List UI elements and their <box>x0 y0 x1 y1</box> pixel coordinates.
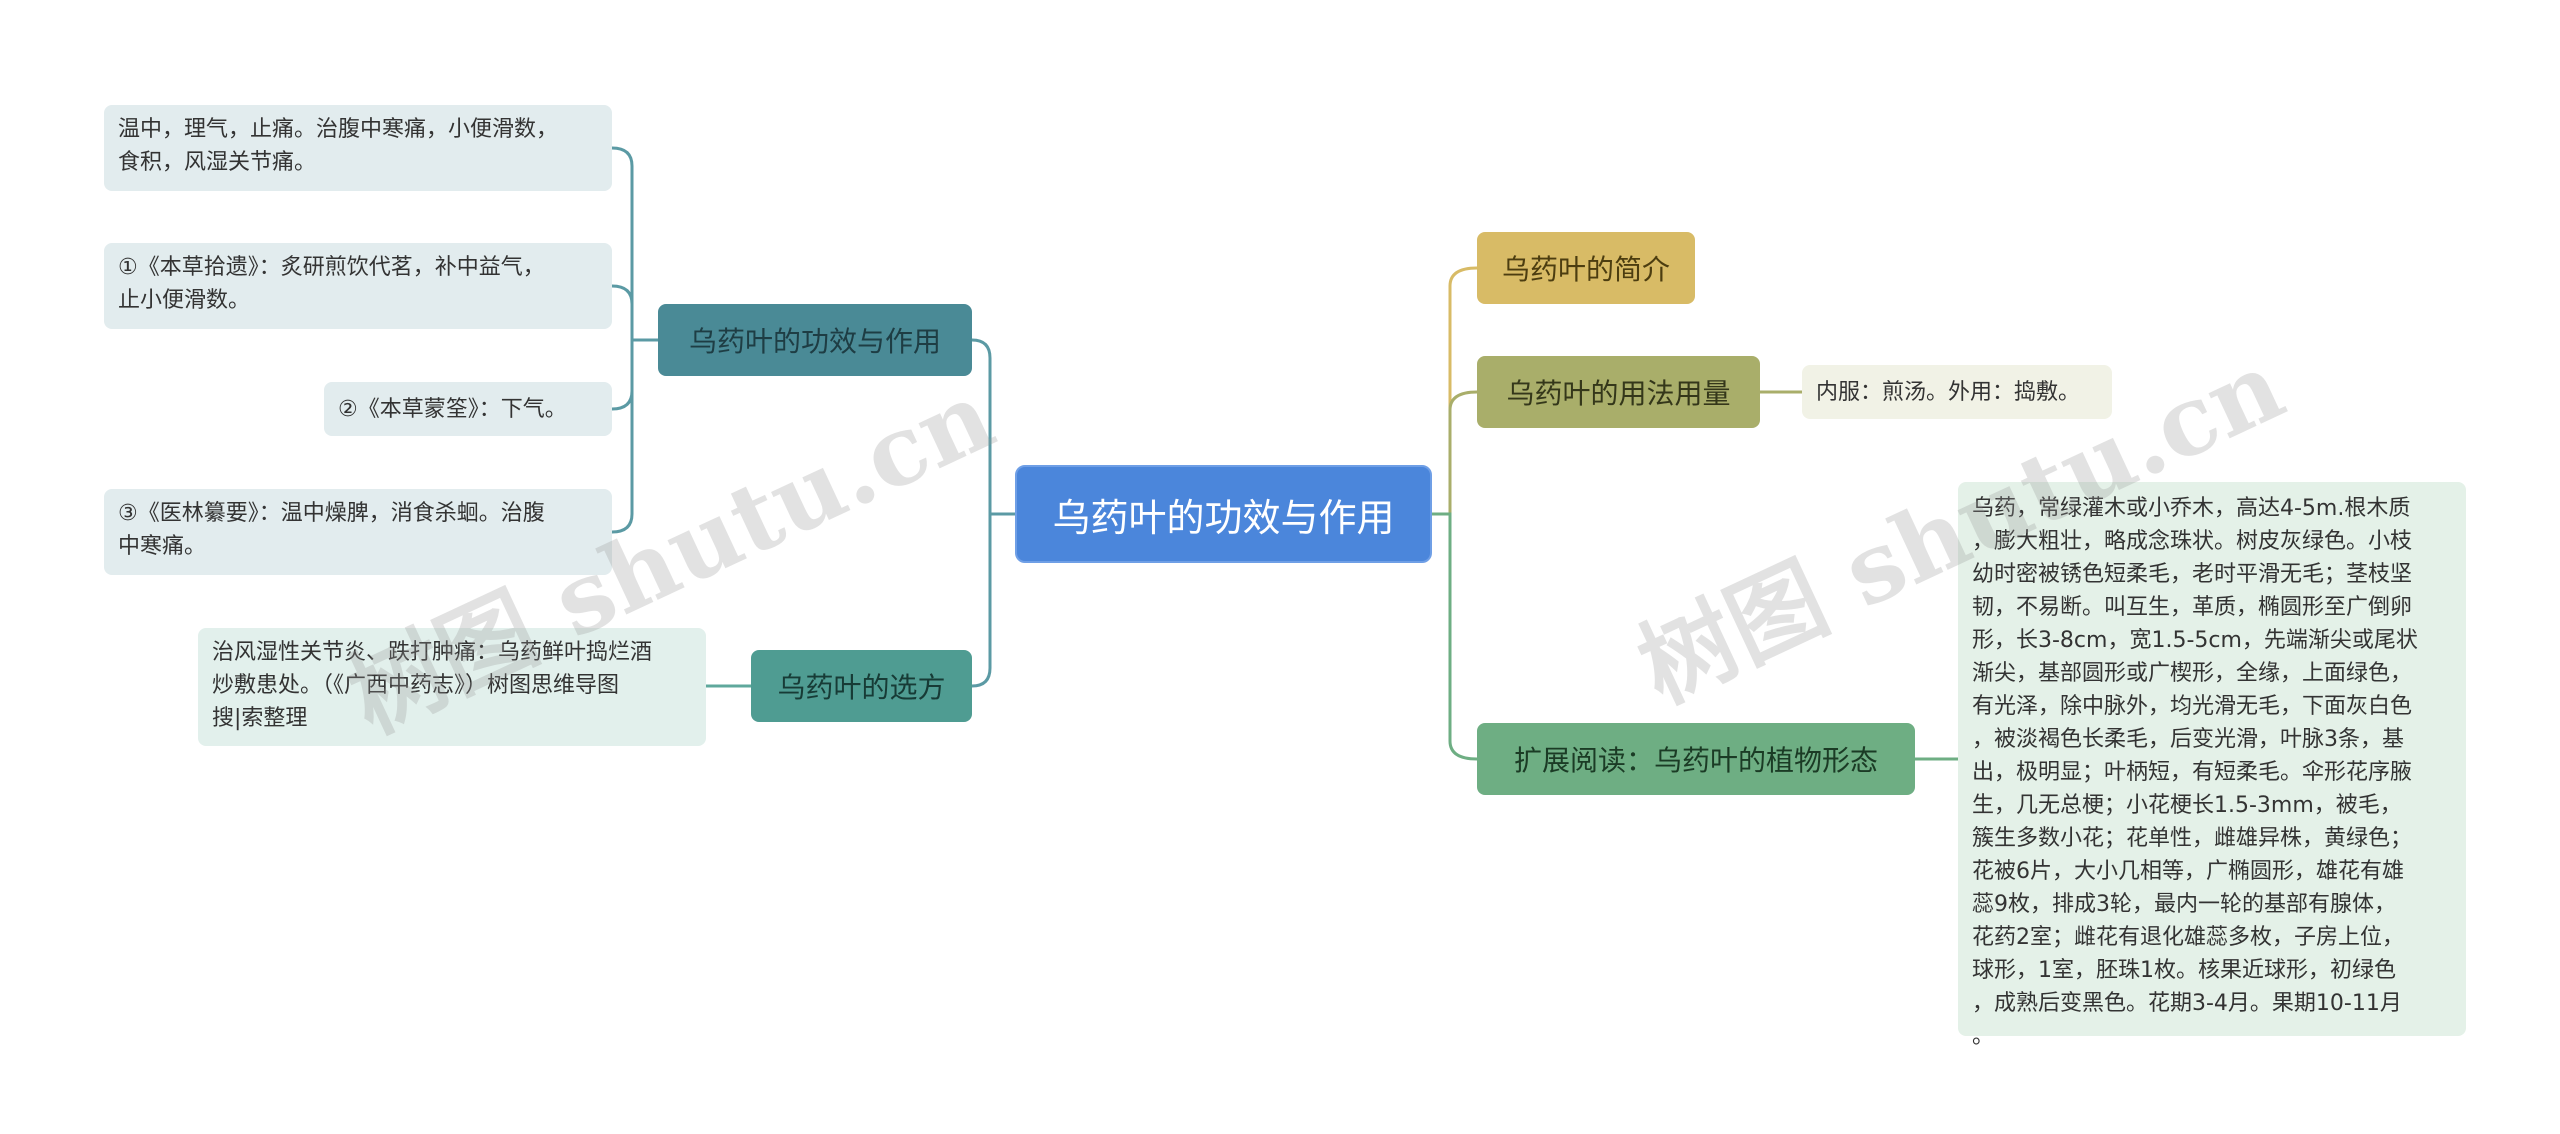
link-root-kuozhan <box>1432 512 1478 761</box>
branch-yongfa[interactable]: 乌药叶的用法用量 <box>1477 356 1760 428</box>
leaf-line: 中寒痛。 <box>118 534 207 559</box>
leaf-line: 生，几无总梗；小花梗长1.5-3mm，被毛， <box>1972 793 2402 818</box>
leaf-line: 花药2室；雌花有退化雄蕊多枚，子房上位， <box>1972 925 2404 950</box>
link-root-xuanfang <box>971 512 1015 688</box>
leaf-xuanfang-recipe[interactable]: 治风湿性关节炎、跌打肿痛：乌药鲜叶捣烂酒 炒敷患处。（《广西中药志》）树图思维导… <box>198 628 706 746</box>
leaf-line: 搜|索整理 <box>212 706 308 731</box>
leaf-line: 出，极明显；叶柄短，有短柔毛。伞形花序腋 <box>1972 760 2413 785</box>
leaf-line: 温中，理气，止痛。治腹中寒痛，小便滑数， <box>118 117 559 142</box>
leaf-line: 内服：煎汤。外用：捣敷。 <box>1816 379 2081 405</box>
leaf-line: 球形，1室，胚珠1枚。核果近球形，初绿色 <box>1972 958 2396 983</box>
branch-kuozhan[interactable]: 扩展阅读：乌药叶的植物形态 <box>1477 723 1915 795</box>
leaf-line: 花被6片，大小几相等，广椭圆形，雄花有雄 <box>1972 859 2404 884</box>
root-topic[interactable]: 乌药叶的功效与作用 <box>1015 465 1432 563</box>
link-root-jianjie <box>1432 266 1478 516</box>
link-root-yongfa <box>1432 390 1478 516</box>
leaf-line: ，膨大粗壮，略成念珠状。树皮灰绿色。小枝 <box>1972 529 2413 554</box>
branch-xuanfang[interactable]: 乌药叶的选方 <box>751 650 972 722</box>
leaf-line: 止小便滑数。 <box>118 288 251 313</box>
branch-gongxiao[interactable]: 乌药叶的功效与作用 <box>658 304 972 376</box>
leaf-line: ③《医林纂要》：温中燥脾，消食杀蛔。治腹 <box>118 501 545 526</box>
link-gongxiao-l3 <box>611 338 658 411</box>
leaf-kuozhan-morphology[interactable]: 乌药，常绿灌木或小乔木，高达4-5m.根木质 ，膨大粗壮，略成念珠状。树皮灰绿色。… <box>1958 482 2466 1049</box>
leaf-line: 簇生多数小花；花单性，雌雄异株，黄绿色； <box>1972 826 2413 851</box>
leaf-line: 韧，不易断。叫互生，革质，椭圆形至广倒卵 <box>1972 595 2413 620</box>
leaf-line: 形，长3-8cm，宽1.5-5cm，先端渐尖或尾状 <box>1972 628 2418 653</box>
leaf-gongxiao-summary[interactable]: 温中，理气，止痛。治腹中寒痛，小便滑数， 食积，风湿关节痛。 <box>104 105 612 191</box>
leaf-line: 幼时密被锈色短柔毛，老时平滑无毛；茎枝坚 <box>1972 562 2413 587</box>
leaf-line: 治风湿性关节炎、跌打肿痛：乌药鲜叶捣烂酒 <box>212 640 653 665</box>
leaf-line: ，成熟后变黑色。花期3-4月。果期10-11月 <box>1972 991 2402 1016</box>
leaf-line: ②《本草蒙筌》：下气。 <box>338 396 567 422</box>
link-gongxiao-l2 <box>611 284 658 342</box>
leaf-line: ①《本草拾遗》：炙研煎饮代茗，补中益气， <box>118 255 545 280</box>
leaf-yongfa-dosage[interactable]: 内服：煎汤。外用：捣敷。 <box>1802 365 2112 419</box>
leaf-line: 。 <box>1972 1024 1995 1049</box>
leaf-line: 炒敷患处。（《广西中药志》）树图思维导图 <box>212 673 620 698</box>
link-gongxiao-l1 <box>611 146 658 342</box>
leaf-line: 乌药，常绿灌木或小乔木，高达4-5m.根木质 <box>1972 496 2411 521</box>
branch-jianjie[interactable]: 乌药叶的简介 <box>1477 232 1695 304</box>
leaf-line: 蕊9枚，排成3轮，最内一轮的基部有腺体， <box>1972 892 2396 917</box>
leaf-line: 有光泽，除中脉外，均光滑无毛，下面灰白色 <box>1972 694 2413 719</box>
link-gongxiao-l4 <box>611 338 658 534</box>
leaf-line: 渐尖，基部圆形或广楔形，全缘，上面绿色， <box>1972 661 2413 686</box>
leaf-gongxiao-bencao-shiyi[interactable]: ①《本草拾遗》：炙研煎饮代茗，补中益气， 止小便滑数。 <box>104 243 612 329</box>
leaf-line: 食积，风湿关节痛。 <box>118 150 317 175</box>
leaf-gongxiao-yilin-zuanyao[interactable]: ③《医林纂要》：温中燥脾，消食杀蛔。治腹 中寒痛。 <box>104 489 612 575</box>
leaf-gongxiao-bencao-mengquan[interactable]: ②《本草蒙筌》：下气。 <box>324 382 612 436</box>
leaf-line: ，被淡褐色长柔毛，后变光滑，叶脉3条，基 <box>1972 727 2404 752</box>
